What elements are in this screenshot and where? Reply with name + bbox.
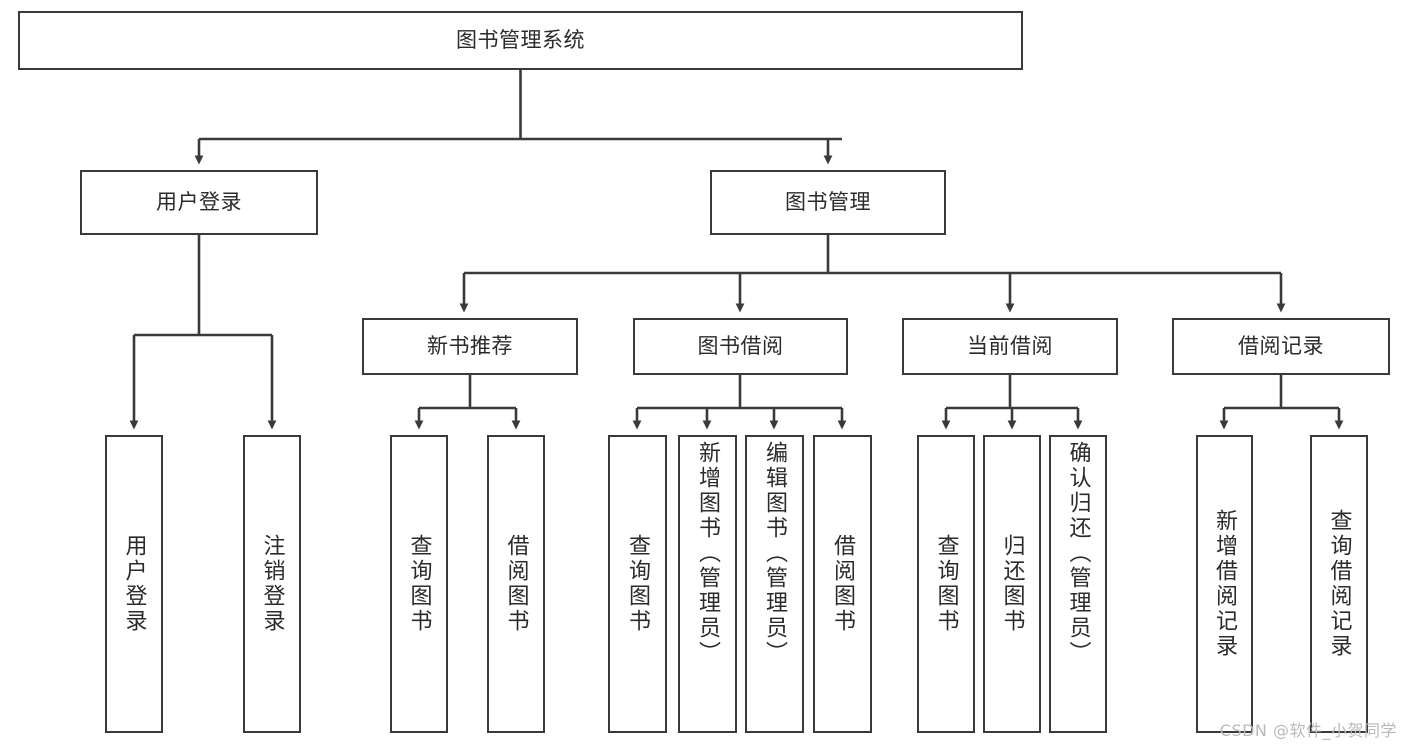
node-leaf-borrow-book-rec-label: 借阅图书 <box>503 534 529 634</box>
node-leaf-logout-label: 注销登录 <box>259 534 285 634</box>
node-leaf-query-book-cb-label: 查询图书 <box>933 534 959 634</box>
node-new-book-rec[interactable]: 新书推荐 <box>362 318 578 375</box>
watermark-text: CSDN @软件_小贺同学 <box>1219 721 1397 740</box>
node-leaf-borrow-book-rec[interactable]: 借阅图书 <box>487 435 545 733</box>
node-leaf-borrow-book-bb[interactable]: 借阅图书 <box>813 435 872 733</box>
node-leaf-query-book-bb[interactable]: 查询图书 <box>608 435 667 733</box>
node-new-book-rec-label: 新书推荐 <box>427 333 513 358</box>
node-leaf-add-record[interactable]: 新增借阅记录 <box>1196 435 1253 733</box>
node-borrow-record[interactable]: 借阅记录 <box>1172 318 1390 375</box>
node-root[interactable]: 图书管理系统 <box>18 11 1023 70</box>
node-user-login-label: 用户登录 <box>156 189 242 214</box>
node-leaf-query-record-label: 查询借阅记录 <box>1326 509 1352 659</box>
node-leaf-edit-book[interactable]: 编辑图书（管理员） <box>745 435 804 733</box>
node-leaf-query-book-rec-label: 查询图书 <box>406 534 432 634</box>
node-leaf-query-book-bb-label: 查询图书 <box>625 534 651 634</box>
node-leaf-return-book-label: 归还图书 <box>999 534 1025 634</box>
node-leaf-add-book-label: 新增图书（管理员） <box>695 441 721 666</box>
node-leaf-logout[interactable]: 注销登录 <box>243 435 301 733</box>
node-leaf-user-login[interactable]: 用户登录 <box>105 435 163 733</box>
node-current-borrow-label: 当前借阅 <box>967 333 1053 358</box>
node-leaf-query-record[interactable]: 查询借阅记录 <box>1310 435 1368 733</box>
node-leaf-edit-book-label: 编辑图书（管理员） <box>762 441 788 666</box>
node-current-borrow[interactable]: 当前借阅 <box>902 318 1118 375</box>
node-leaf-add-record-label: 新增借阅记录 <box>1212 509 1238 659</box>
node-user-login[interactable]: 用户登录 <box>80 170 318 235</box>
node-leaf-confirm-return[interactable]: 确认归还（管理员） <box>1049 435 1107 733</box>
node-leaf-query-book-cb[interactable]: 查询图书 <box>917 435 975 733</box>
node-borrow-record-label: 借阅记录 <box>1238 333 1324 358</box>
node-leaf-add-book[interactable]: 新增图书（管理员） <box>678 435 737 733</box>
node-leaf-query-book-rec[interactable]: 查询图书 <box>390 435 448 733</box>
node-book-manage[interactable]: 图书管理 <box>710 170 946 235</box>
node-leaf-return-book[interactable]: 归还图书 <box>983 435 1041 733</box>
node-leaf-confirm-return-label: 确认归还（管理员） <box>1065 441 1091 666</box>
node-leaf-user-login-label: 用户登录 <box>121 534 147 634</box>
node-book-manage-label: 图书管理 <box>785 189 871 214</box>
node-root-label: 图书管理系统 <box>456 27 585 52</box>
node-book-borrow[interactable]: 图书借阅 <box>633 318 848 375</box>
node-book-borrow-label: 图书借阅 <box>697 333 784 358</box>
node-leaf-borrow-book-bb-label: 借阅图书 <box>830 534 856 634</box>
